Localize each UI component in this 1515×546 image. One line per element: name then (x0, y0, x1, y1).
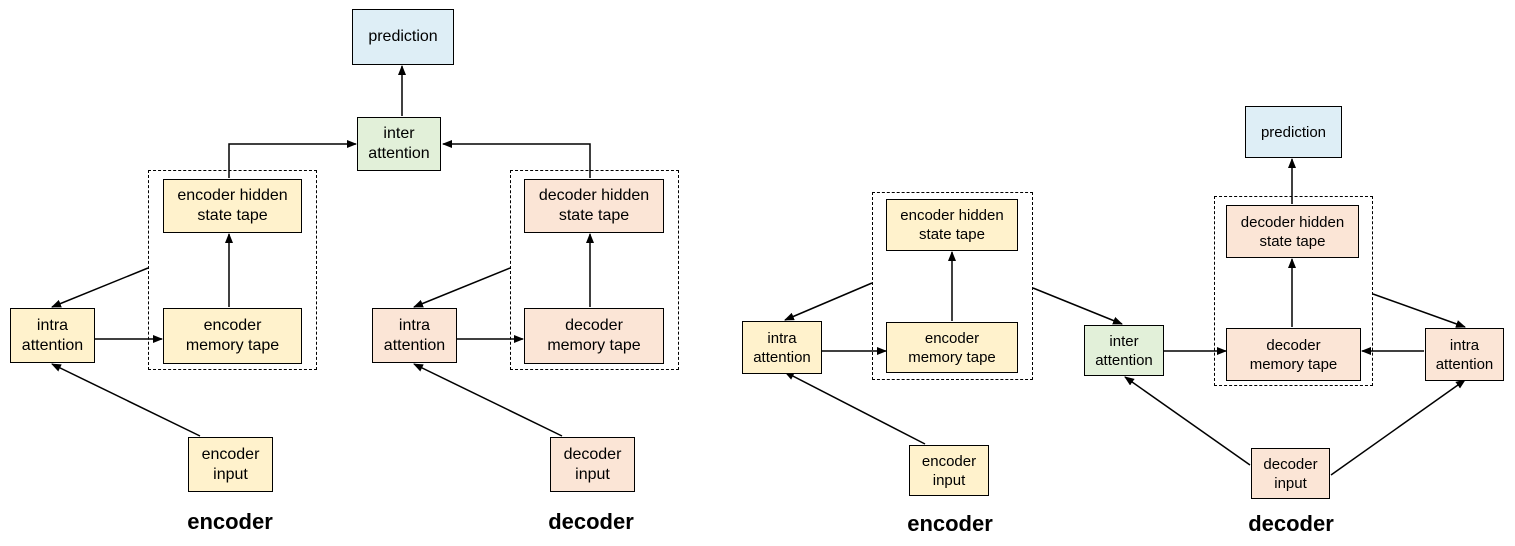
right-decoder-caption: decoder (1248, 511, 1334, 536)
edge-enc-group-to-intra (51, 267, 149, 308)
right-encoder-intra-attention: intra attention (742, 321, 822, 374)
edge-dec-input-to-intra (413, 363, 563, 437)
left-encoder-memory-tape: encoder memory tape (163, 308, 302, 364)
edge-r-dec-input-to-inter (1124, 376, 1251, 466)
right-encoder-hidden-state-tape: encoder hidden state tape (886, 199, 1018, 251)
right-decoder-intra-attention: intra attention (1425, 328, 1504, 381)
right-inter-attention: inter attention (1084, 325, 1164, 376)
right-encoder-input: encoder input (909, 445, 989, 496)
right-prediction: prediction (1245, 106, 1342, 158)
left-encoder-input: encoder input (188, 437, 273, 492)
edge-dec-group-to-intra (413, 267, 511, 308)
left-encoder-caption: encoder (187, 509, 273, 534)
edge-r-enc-input-to-intra (784, 371, 926, 445)
left-encoder-intra-attention: intra attention (10, 308, 95, 363)
left-prediction: prediction (352, 9, 454, 65)
right-decoder-tape-group (1214, 196, 1373, 386)
edge-r-dec-input-to-intra (1330, 379, 1466, 476)
right-decoder-hidden-state-tape: decoder hidden state tape (1226, 205, 1359, 258)
left-encoder-hidden-state-tape: encoder hidden state tape (163, 179, 302, 233)
right-decoder-input: decoder input (1251, 448, 1330, 499)
left-decoder-input: decoder input (550, 437, 635, 492)
left-decoder-intra-attention: intra attention (372, 308, 457, 363)
right-encoder-caption: encoder (907, 511, 993, 536)
left-decoder-tape-group (510, 170, 679, 370)
edge-r-enc-group-to-intra (784, 282, 873, 321)
edge-r-enc-group-to-inter (1032, 287, 1123, 325)
right-encoder-memory-tape: encoder memory tape (886, 322, 1018, 373)
edge-enc-input-to-intra (51, 363, 201, 437)
right-decoder-memory-tape: decoder memory tape (1226, 328, 1361, 381)
left-decoder-caption: decoder (548, 509, 634, 534)
left-decoder-memory-tape: decoder memory tape (524, 308, 664, 364)
edge-r-dec-group-to-intra (1372, 293, 1466, 328)
left-inter-attention: inter attention (357, 117, 441, 171)
right-encoder-tape-group (872, 192, 1033, 380)
left-encoder-tape-group (148, 170, 317, 370)
edge-dec-hidden-to-inter (442, 140, 591, 178)
left-decoder-hidden-state-tape: decoder hidden state tape (524, 179, 664, 233)
edge-enc-hidden-to-inter (228, 140, 357, 178)
